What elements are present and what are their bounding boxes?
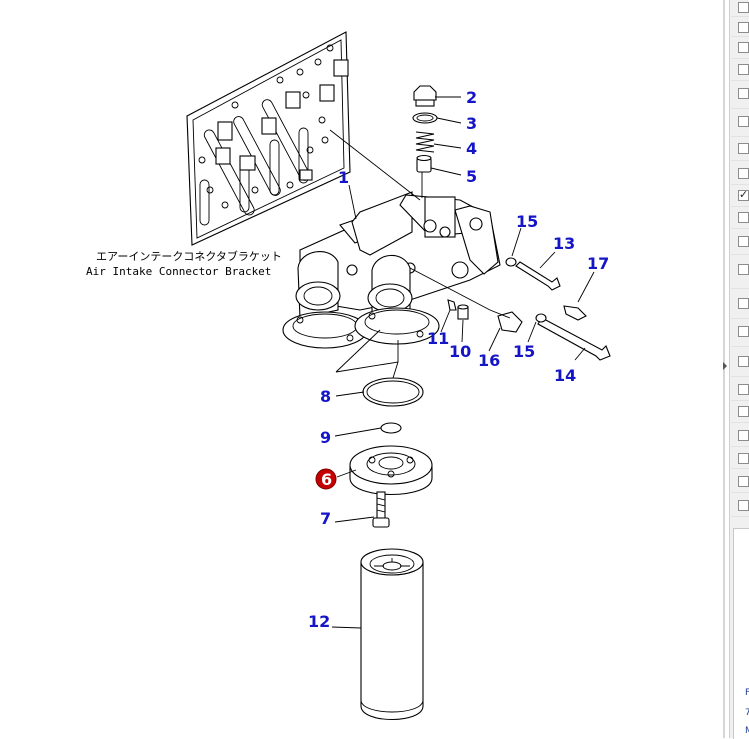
center-bolt bbox=[372, 491, 390, 528]
callout-6[interactable]: 6 bbox=[321, 470, 332, 489]
callout-16[interactable]: 16 bbox=[478, 351, 500, 370]
bolts bbox=[505, 257, 611, 361]
row-checkbox[interactable] bbox=[738, 264, 749, 275]
callouts: 1 2 3 4 5 6 7 8 9 10 11 12 13 14 15 15 1… bbox=[308, 88, 609, 631]
bracket-label-jp: エアーインテークコネクタブラケット bbox=[96, 249, 282, 263]
callout-11[interactable]: 11 bbox=[427, 329, 449, 348]
callout-5[interactable]: 5 bbox=[466, 167, 477, 186]
row-checkbox[interactable] bbox=[738, 22, 749, 33]
row-checkbox[interactable] bbox=[738, 168, 749, 179]
relief-valve-stack bbox=[412, 85, 438, 198]
callout-2[interactable]: 2 bbox=[466, 88, 477, 107]
detail-text-fragment: M bbox=[745, 726, 749, 736]
bracket-label-en: Air Intake Connector Bracket bbox=[86, 265, 271, 278]
callout-3[interactable]: 3 bbox=[466, 114, 477, 133]
detail-text-fragment: F bbox=[745, 688, 749, 698]
seal bbox=[380, 422, 402, 434]
splitter-arrow-icon[interactable] bbox=[723, 362, 728, 374]
callout-10[interactable]: 10 bbox=[449, 342, 471, 361]
row-checkbox[interactable] bbox=[738, 326, 749, 337]
row-checkbox[interactable] bbox=[738, 500, 749, 511]
row-checkbox[interactable] bbox=[738, 212, 749, 223]
selected-callout-marker bbox=[315, 468, 337, 490]
callout-7[interactable]: 7 bbox=[320, 509, 331, 528]
o-ring bbox=[362, 377, 424, 407]
row-checkbox[interactable] bbox=[738, 88, 749, 99]
callout-9[interactable]: 9 bbox=[320, 428, 331, 447]
row-checkbox[interactable] bbox=[738, 236, 749, 247]
callout-4[interactable]: 4 bbox=[466, 139, 477, 158]
row-checkbox[interactable] bbox=[738, 406, 749, 417]
callout-1[interactable]: 1 bbox=[338, 168, 349, 187]
detail-pane bbox=[733, 528, 749, 739]
detail-text-fragment: 7 bbox=[745, 708, 749, 718]
leader-lines bbox=[329, 96, 595, 629]
callout-8[interactable]: 8 bbox=[320, 387, 331, 406]
row-checkbox[interactable] bbox=[738, 453, 749, 464]
filter-cartridge bbox=[360, 548, 424, 721]
callout-15-lower[interactable]: 15 bbox=[513, 342, 535, 361]
row-checkbox-checked[interactable] bbox=[738, 188, 749, 201]
filter-head-body bbox=[282, 191, 501, 349]
callout-12[interactable]: 12 bbox=[308, 612, 330, 631]
row-checkbox[interactable] bbox=[738, 2, 749, 13]
sensors bbox=[447, 299, 587, 333]
callout-17[interactable]: 17 bbox=[587, 254, 609, 273]
callout-14[interactable]: 14 bbox=[554, 366, 576, 385]
row-checkbox[interactable] bbox=[738, 476, 749, 487]
row-checkbox[interactable] bbox=[738, 430, 749, 441]
row-checkbox[interactable] bbox=[738, 384, 749, 395]
row-checkbox[interactable] bbox=[738, 42, 749, 53]
row-checkbox[interactable] bbox=[738, 356, 749, 367]
callout-13[interactable]: 13 bbox=[553, 234, 575, 253]
row-checkbox[interactable] bbox=[738, 143, 749, 154]
filter-adapter bbox=[349, 445, 433, 496]
parts-diagram: エアーインテークコネクタブラケット Air Intake Connector B… bbox=[86, 31, 611, 721]
row-checkbox[interactable] bbox=[738, 298, 749, 309]
bracket-plate bbox=[186, 31, 351, 246]
row-checkbox[interactable] bbox=[738, 116, 749, 127]
row-checkbox[interactable] bbox=[738, 64, 749, 75]
callout-15-upper[interactable]: 15 bbox=[516, 212, 538, 231]
